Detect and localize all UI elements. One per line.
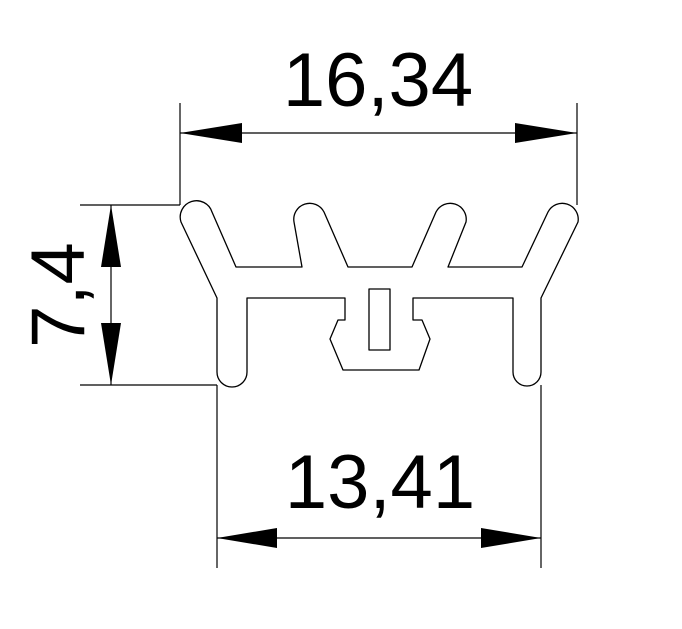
top-width-label: 16,34 xyxy=(283,38,473,123)
top-width-dimension: 16,34 xyxy=(179,38,578,205)
height-arrow-top-icon xyxy=(101,205,121,267)
bottom-arrow-right-icon xyxy=(481,528,541,548)
bottom-width-dimension: 13,41 xyxy=(216,385,542,568)
bottom-arrow-left-icon xyxy=(217,528,277,548)
height-arrow-bottom-icon xyxy=(101,323,121,385)
profile-outline xyxy=(179,200,579,388)
top-arrow-left-icon xyxy=(180,123,242,143)
top-arrow-right-icon xyxy=(515,123,577,143)
height-label: 7,4 xyxy=(16,242,101,348)
profile-center-slot xyxy=(368,288,391,351)
bottom-width-label: 13,41 xyxy=(285,440,475,525)
height-dimension: 7,4 xyxy=(16,204,217,386)
